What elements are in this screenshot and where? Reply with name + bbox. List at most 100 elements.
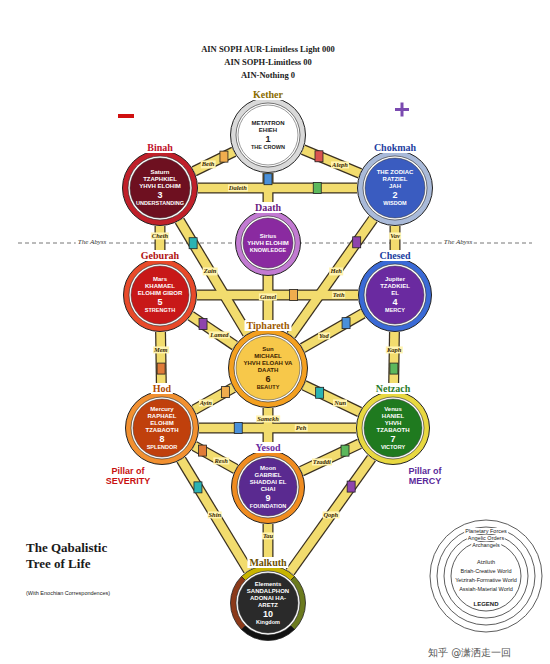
hebrew-letter-label: Yod <box>318 332 330 339</box>
tarot-card <box>234 423 242 434</box>
sephirah-correspondence: SHADDAI EL CHAI <box>243 479 292 493</box>
sephirah-correspondence: SANDALPHON <box>243 588 294 595</box>
text-label: AIN SOPH-Limitless 00 <box>224 57 311 67</box>
hebrew-letter-label: Zain <box>203 268 218 275</box>
sephirah-number: 6 <box>241 373 295 383</box>
inner-band <box>363 156 427 220</box>
sephirah-name: Kether <box>251 89 285 100</box>
tarot-card <box>347 481 355 492</box>
inner-band <box>362 397 424 459</box>
sephirah-body: ElementsSANDALPHONADONAI HA-ARETZ10Kingd… <box>243 581 294 625</box>
outer-ring <box>358 151 433 226</box>
sephirah-circle: ChokmahTHE ZODIACRATZIELJAH2WISDOM <box>357 150 433 226</box>
outer-ring <box>124 259 197 332</box>
minus-symbol <box>118 114 134 118</box>
sephirah-correspondence: Sirius <box>247 233 290 240</box>
sephirah-attribute: BEAUTY <box>241 384 295 390</box>
sephirah-correspondence: Sun <box>241 346 295 353</box>
sephirah-correspondence: ELOHIM GIBOR <box>135 290 184 297</box>
legend-entry: Planetary Forces <box>464 528 508 534</box>
path-band-fill <box>199 424 356 433</box>
sephirah-correspondence: ADONAI HA-ARETZ <box>243 595 294 609</box>
sephirah-attribute: WISDOM <box>370 200 421 206</box>
sephirah-correspondence: Moon <box>243 465 292 472</box>
sephirah-body: VenusHANIELYHVH TZABAOTH7VICTORY <box>368 406 417 450</box>
sephirah-attribute: THE CROWN <box>243 144 294 150</box>
inner-band <box>131 397 193 459</box>
sephirah-correspondence: Saturn <box>135 169 186 176</box>
sephirah-number: 7 <box>368 433 417 443</box>
sephirah-correspondence: KHAMAEL <box>135 283 184 290</box>
sephirah-body: MarsKHAMAELELOHIM GIBOR5STRENGTH <box>135 276 184 313</box>
inner-band <box>364 264 426 326</box>
sephirah-attribute: UNDERSTANDING <box>135 200 186 206</box>
sephirah-correspondence: YHVH TZABAOTH <box>368 420 417 434</box>
outer-ring <box>231 98 306 173</box>
sephirah-name: Chesed <box>377 250 412 261</box>
inner-band <box>234 334 302 402</box>
sephirah-number: 1 <box>243 134 294 144</box>
path-band-fill <box>194 152 234 172</box>
path-connector <box>194 152 234 172</box>
tarot-card <box>313 183 321 194</box>
outer-ring <box>232 451 305 524</box>
tarot-card <box>264 174 272 185</box>
hebrew-letter-label: Tzaddi <box>312 458 332 465</box>
sephirah-correspondence: RATZIEL <box>370 176 421 183</box>
hebrew-letter-label: Daleth <box>228 184 248 191</box>
legend-ring <box>430 520 542 632</box>
sephirah-attribute: FOUNDATION <box>243 503 292 509</box>
text-label: AIN-Nothing 0 <box>241 70 295 80</box>
sephirah-attribute: MERCY <box>370 307 419 313</box>
text-label: Pillar of SEVERITY <box>97 466 159 486</box>
path-band-fill <box>303 150 360 174</box>
hebrew-letter-label: Samekh <box>256 415 280 422</box>
sephirah-number: 4 <box>370 297 419 307</box>
hebrew-letter-label: Ayin <box>199 400 213 407</box>
inner-disk <box>366 266 424 324</box>
legend-ring <box>437 527 535 625</box>
tarot-card <box>316 387 324 398</box>
outer-ring <box>126 392 199 465</box>
path-connector <box>197 290 358 301</box>
text-label: LEGEND <box>473 601 498 607</box>
tarot-card <box>199 445 207 456</box>
hebrew-letter-label: Nun <box>333 399 347 406</box>
sephirah-correspondence: EL <box>370 290 419 297</box>
tarot-card <box>342 318 350 329</box>
inner-disk <box>365 158 425 218</box>
sephirah-name: Chokmah <box>372 142 418 153</box>
sephirah-correspondence: GABRIEL <box>243 472 292 479</box>
hebrew-letter-label: Mem <box>153 346 169 353</box>
inner-band <box>236 103 300 167</box>
sephirah-attribute: STRENGTH <box>135 307 184 313</box>
inner-disk <box>133 399 191 457</box>
inner-disk <box>130 158 190 218</box>
legend-entry: Angelic Orders <box>467 535 505 541</box>
hebrew-letter-label: Vav <box>389 232 401 239</box>
path-connector <box>303 313 363 348</box>
sephirah-name: Malkuth <box>247 557 288 568</box>
inner-disk <box>236 336 300 400</box>
tarot-card <box>220 151 228 162</box>
outer-ring <box>229 329 308 408</box>
path-connector <box>303 150 360 174</box>
sephirah-number: 8 <box>137 433 186 443</box>
legend-ring <box>444 534 528 618</box>
hebrew-letter-label: Teth <box>332 291 346 298</box>
hebrew-letter-label: Shin <box>207 511 222 518</box>
sephirah-correspondence: HANIEL <box>368 413 417 420</box>
sephirah-circle: ChesedJupiterTZADKIELEL4MERCY <box>358 258 432 332</box>
sephirah-name: Tiphareth <box>245 320 292 331</box>
sephirah-correspondence: TZADKIEL <box>370 283 419 290</box>
tarot-card <box>189 238 197 249</box>
path-band-fill <box>301 444 359 471</box>
sephirah-number: 2 <box>370 190 421 200</box>
path-band-fill <box>194 446 235 469</box>
hebrew-letter-label: Resh <box>214 457 229 464</box>
sephirah-circle: HodMercuryRAPHAELELOHIM TZABAOTH8SPLENDO… <box>125 391 199 465</box>
sephirah-body: SiriusYHVH ELOHIMKNOWLEDGE <box>247 233 290 253</box>
path-band-fill <box>198 184 357 193</box>
hebrew-letter-label: Qoph <box>322 512 339 519</box>
